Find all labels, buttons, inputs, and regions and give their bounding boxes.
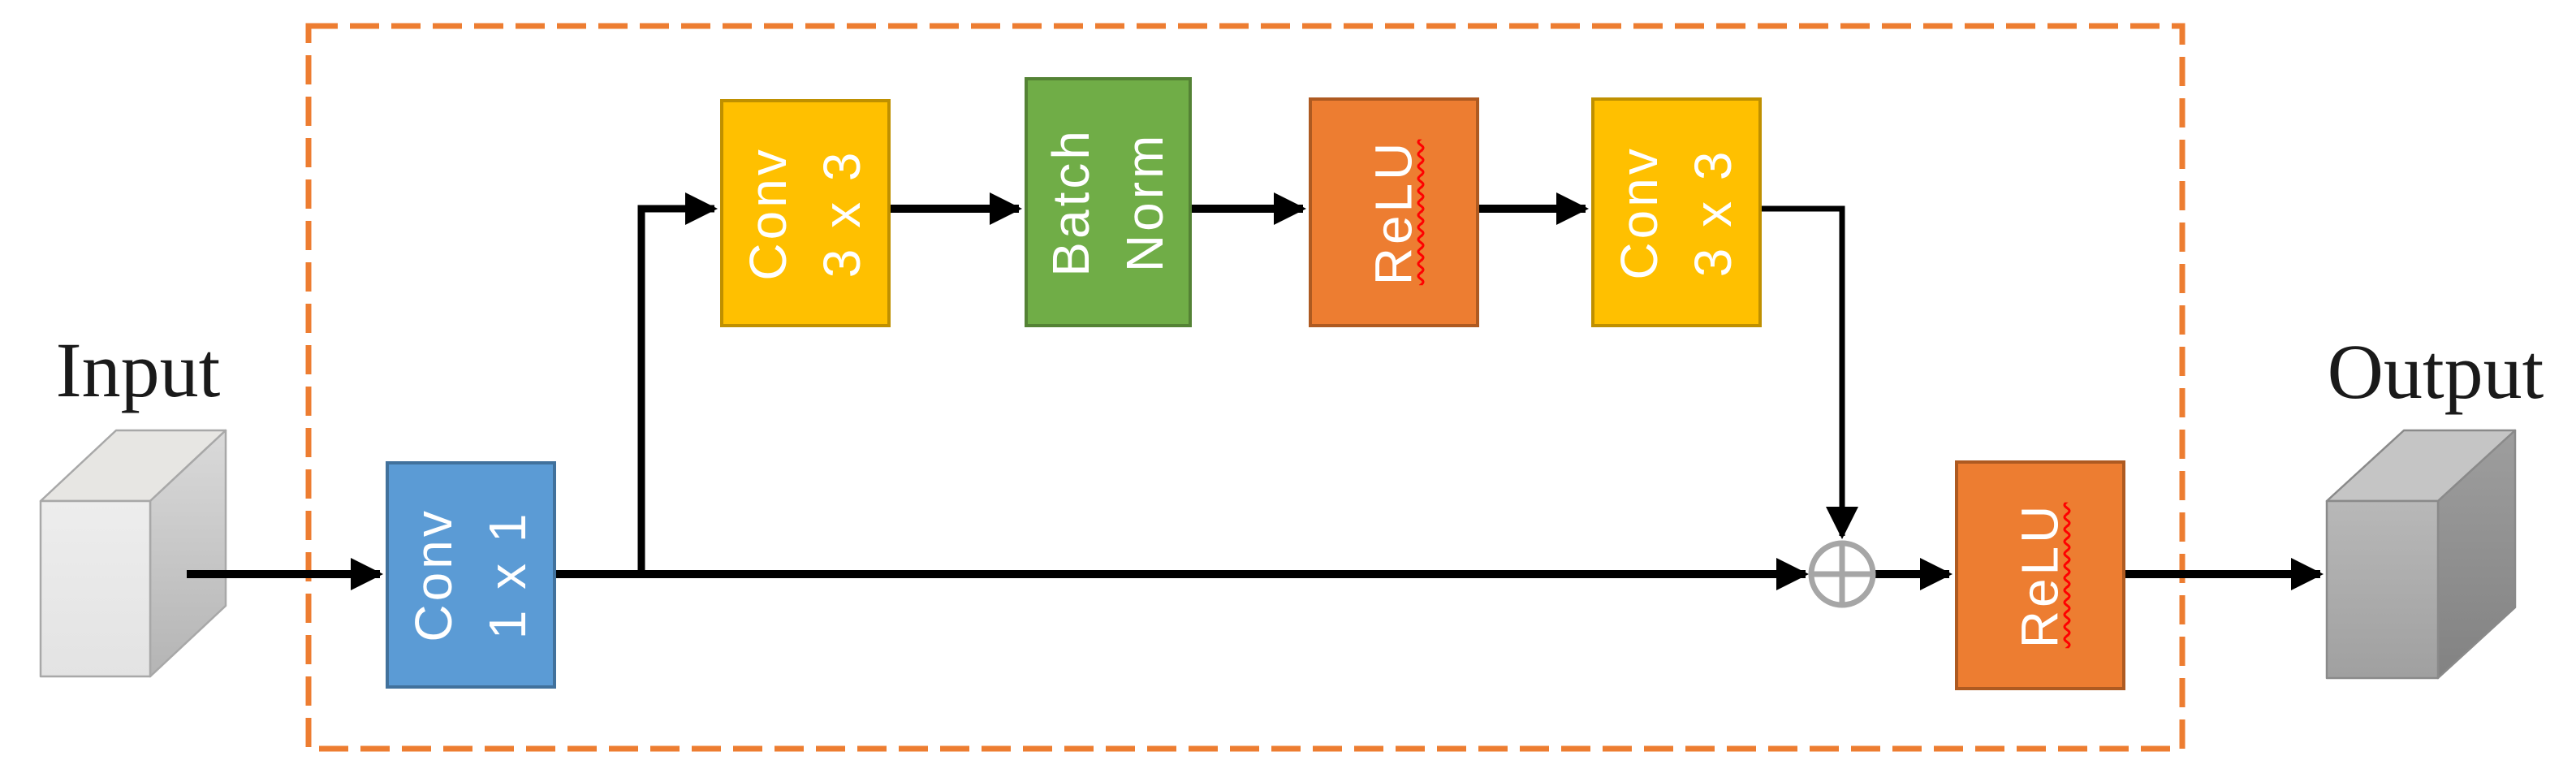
block-relu-middle: ReLU xyxy=(1309,97,1479,327)
block-conv-3x3-first: Conv 3 x 3 xyxy=(720,99,891,327)
input-cube-front-face xyxy=(39,499,152,678)
output-tensor-cube xyxy=(2325,429,2517,680)
block-conv-1x1-label: Conv 1 x 1 xyxy=(404,508,537,642)
input-label: Input xyxy=(55,326,221,413)
arrow-conv3x3b-to-add xyxy=(1762,205,1858,539)
output-label: Output xyxy=(2327,328,2544,415)
branch-arrow-to-conv3x3a xyxy=(637,192,718,578)
block-conv-3x3-second: Conv 3 x 3 xyxy=(1591,97,1762,327)
block-conv-3x3-second-label: Conv 3 x 3 xyxy=(1610,145,1742,280)
block-conv-3x3-first-label: Conv 3 x 3 xyxy=(739,145,871,281)
block-batch-norm: Batch Norm xyxy=(1025,77,1192,327)
block-conv-1x1: Conv 1 x 1 xyxy=(386,461,556,689)
block-relu-output: ReLU xyxy=(1955,460,2125,690)
add-operator-icon xyxy=(1808,540,1876,608)
block-relu-output-label: ReLU xyxy=(2010,502,2069,649)
output-cube-front-face xyxy=(2325,499,2440,680)
block-batch-norm-label: Batch Norm xyxy=(1042,127,1174,277)
input-tensor-cube xyxy=(39,429,227,678)
dashed-boundary xyxy=(305,23,2186,752)
block-relu-middle-label: ReLU xyxy=(1364,139,1423,286)
